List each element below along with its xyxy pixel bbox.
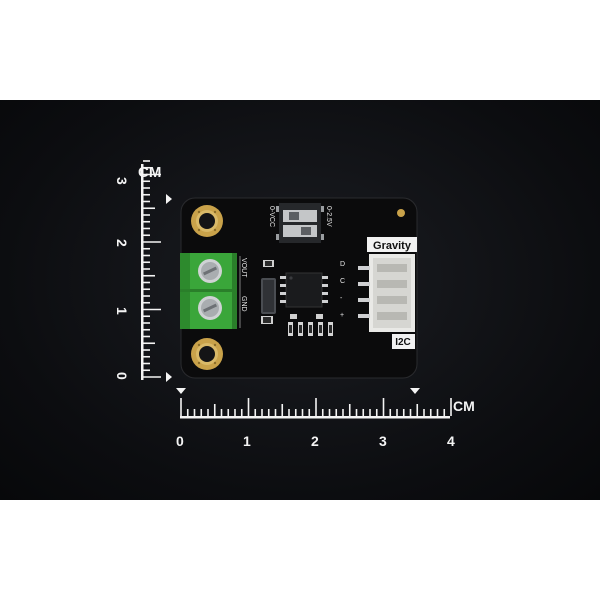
gravity-badge [367, 237, 417, 252]
range-switch [276, 203, 324, 243]
main-chip [280, 272, 328, 308]
i2c-label: I2C [395, 337, 411, 348]
vertical-tick-label-1: 1 [114, 307, 130, 315]
horizontal-tick-label-3: 3 [379, 433, 387, 449]
horizontal-tick-label-1: 1 [243, 433, 251, 449]
horizontal-tick-label-4: 4 [447, 433, 455, 449]
vertical-bottom-marker [166, 372, 172, 382]
vertical-ruler: CM 3 2 1 0 [114, 160, 172, 382]
mounting-hole-top [191, 205, 223, 237]
pin-label-c: C [340, 278, 345, 285]
horizontal-right-marker [410, 388, 420, 394]
terminal-label-gnd: GND [240, 296, 247, 312]
horizontal-scale-unit: CM [453, 398, 475, 414]
vertical-tick-label-3: 3 [114, 177, 130, 185]
switch-label-2-5v: 0-2.5V [325, 206, 332, 227]
horizontal-ruler: CM 0 1 2 3 4 [176, 388, 475, 449]
vertical-tick-label-0: 0 [114, 372, 130, 380]
horizontal-left-marker [176, 388, 186, 394]
i2c-connector: Gravity I2C [358, 237, 417, 349]
connector-pin-labels: D C - + [340, 261, 345, 319]
pin-label-d: D [340, 261, 345, 268]
screw-terminal [180, 253, 237, 329]
photo-svg: CM 3 2 1 0 CM 0 1 2 3 4 [114, 160, 475, 449]
vertical-ruler-spine [141, 164, 144, 380]
gravity-label: Gravity [373, 240, 412, 252]
i2c-badge [392, 334, 415, 349]
vertical-tick-label-2: 2 [114, 239, 130, 247]
horizontal-tick-label-2: 2 [311, 433, 319, 449]
switch-label-vcc: 0-VCC [268, 206, 275, 227]
test-pad [397, 209, 405, 217]
vertical-scale-unit: CM [138, 164, 161, 181]
horizontal-tick-label-0: 0 [176, 433, 184, 449]
pin-label-plus: + [340, 312, 344, 319]
terminal-label-vout: VOUT [240, 258, 247, 278]
mounting-hole-bottom [191, 338, 223, 370]
sensor-board: VOUT GND 0-VCC 0-2.5V [180, 197, 418, 379]
vertical-top-marker [166, 194, 172, 204]
product-photo: CM 3 2 1 0 CM 0 1 2 3 4 [0, 100, 600, 500]
pin-label-minus: - [340, 295, 343, 302]
horizontal-ruler-spine [180, 416, 450, 419]
horizontal-ruler-ticks [180, 398, 452, 416]
vertical-ruler-ticks [143, 160, 161, 378]
